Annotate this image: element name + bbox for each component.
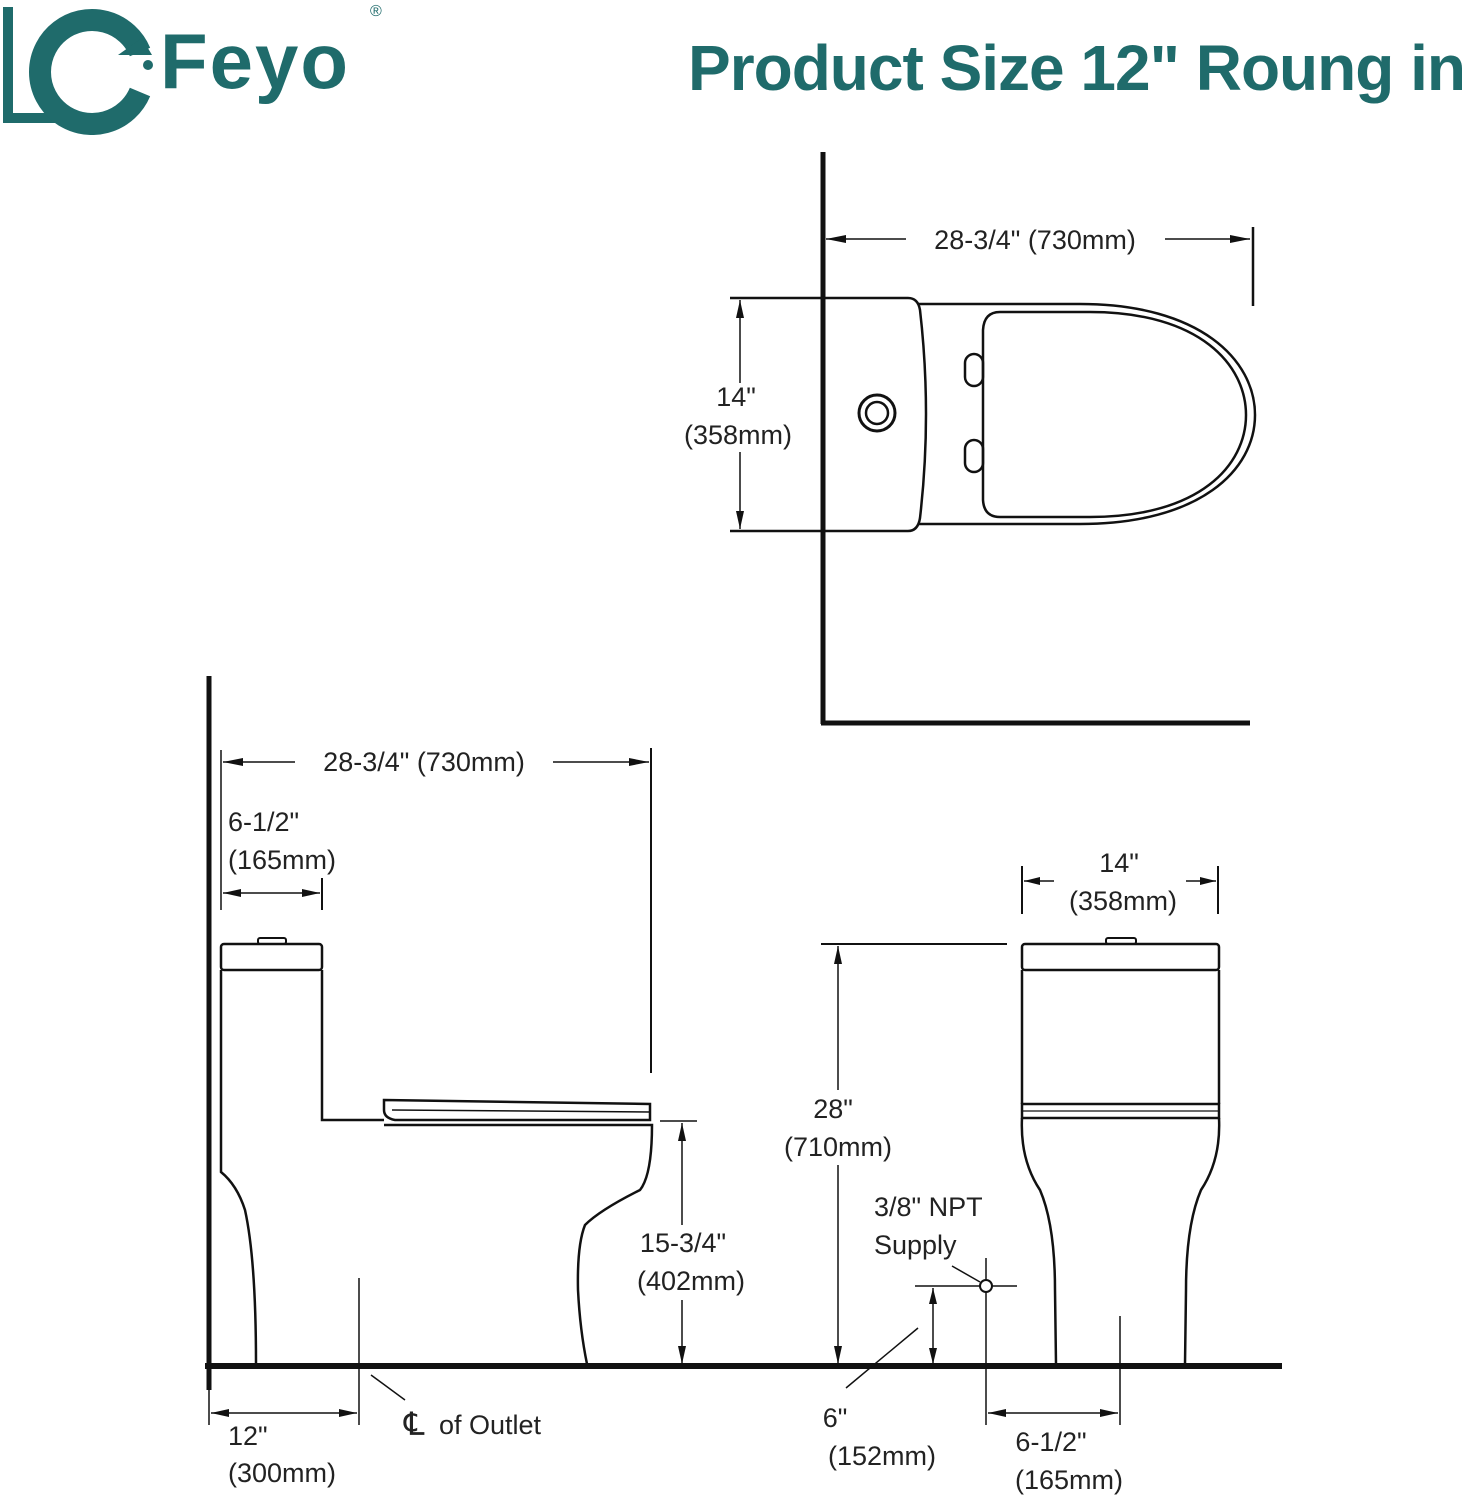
side-length-label: 28-3/4" (730mm) bbox=[323, 747, 525, 777]
page-title: Product Size 12" Roung in bbox=[688, 32, 1466, 104]
dim-arrow bbox=[834, 1346, 842, 1364]
top-view-hinge bbox=[963, 438, 985, 474]
supply-point-icon bbox=[979, 1279, 993, 1293]
outlet-label: of Outlet bbox=[439, 1410, 542, 1440]
rough-in-in: 12" bbox=[228, 1421, 268, 1451]
dim-arrow bbox=[629, 758, 649, 766]
dim-arrow bbox=[826, 235, 846, 243]
side-seat bbox=[382, 1098, 652, 1122]
feyo-logo-mark: Feyo ® bbox=[3, 3, 382, 135]
side-tank-lid bbox=[219, 942, 324, 972]
overall-height-mm: (710mm) bbox=[784, 1132, 892, 1162]
dim-arrow bbox=[302, 889, 320, 897]
leader-line bbox=[370, 1374, 406, 1401]
supply-height-in: 6" bbox=[823, 1403, 848, 1433]
flush-button-icon bbox=[1105, 937, 1137, 945]
front-bowl bbox=[1020, 1117, 1221, 1365]
tank-depth-in: 6-1/2" bbox=[228, 807, 299, 837]
top-length-label: 28-3/4" (730mm) bbox=[934, 225, 1136, 255]
dim-arrow bbox=[339, 1409, 357, 1417]
tank-depth-mm: (165mm) bbox=[228, 845, 336, 875]
supply-label-line2: Supply bbox=[874, 1230, 957, 1260]
brand-name: Feyo bbox=[160, 17, 350, 105]
flush-button-icon bbox=[257, 937, 287, 945]
dim-arrow bbox=[1100, 1409, 1118, 1417]
front-view: 14" (358mm) 28" (710mm) 3/8" NPT Supply … bbox=[784, 848, 1221, 1495]
registered-mark: ® bbox=[370, 3, 382, 20]
centerline-symbol: ℄ bbox=[403, 1406, 425, 1442]
dim-arrow bbox=[736, 300, 744, 318]
front-width-in: 14" bbox=[1099, 848, 1139, 878]
front-width-mm: (358mm) bbox=[1069, 886, 1177, 916]
dim-arrow bbox=[678, 1123, 686, 1141]
front-tank-lid bbox=[1020, 942, 1221, 972]
top-view-tank bbox=[730, 296, 928, 533]
top-view-bowl bbox=[918, 302, 1257, 526]
supply-offset-in: 6-1/2" bbox=[1015, 1427, 1086, 1457]
seat-height-in: 15-3/4" bbox=[640, 1228, 726, 1258]
top-view-seat bbox=[981, 310, 1248, 519]
brand-logo: Feyo ® bbox=[0, 0, 400, 135]
top-view: 28-3/4" (730mm) 14" (358mm) bbox=[684, 152, 1257, 726]
leader-line bbox=[845, 1327, 919, 1389]
dim-arrow bbox=[223, 889, 241, 897]
dim-arrow bbox=[678, 1346, 686, 1364]
dim-arrow bbox=[1230, 235, 1250, 243]
supply-label-line1: 3/8" NPT bbox=[874, 1192, 983, 1222]
dim-arrow bbox=[1024, 877, 1040, 885]
front-tank bbox=[1020, 970, 1221, 1104]
dim-arrow bbox=[988, 1409, 1006, 1417]
dim-arrow bbox=[736, 511, 744, 529]
side-view: 28-3/4" (730mm) 6-1/2" (165mm) 15-3/4" (… bbox=[205, 676, 1282, 1488]
dim-arrow bbox=[929, 1288, 937, 1304]
dim-arrow bbox=[223, 758, 243, 766]
flush-button-inner bbox=[864, 400, 890, 426]
side-seat-edge bbox=[391, 1109, 651, 1113]
supply-height-mm: (152mm) bbox=[828, 1441, 936, 1471]
dim-arrow bbox=[211, 1409, 229, 1417]
supply-offset-mm: (165mm) bbox=[1015, 1465, 1123, 1495]
top-width-mm: (358mm) bbox=[684, 420, 792, 450]
flush-button-icon bbox=[857, 393, 897, 433]
seat-height-mm: (402mm) bbox=[637, 1266, 745, 1296]
overall-height-in: 28" bbox=[813, 1094, 853, 1124]
rough-in-mm: (300mm) bbox=[228, 1458, 336, 1488]
dim-arrow bbox=[929, 1348, 937, 1364]
top-view-hinge bbox=[963, 352, 985, 388]
dim-arrow bbox=[834, 946, 842, 964]
leader-line bbox=[951, 1265, 981, 1283]
dim-arrow bbox=[1200, 877, 1216, 885]
top-width-in: 14" bbox=[716, 382, 756, 412]
side-body bbox=[219, 970, 654, 1365]
